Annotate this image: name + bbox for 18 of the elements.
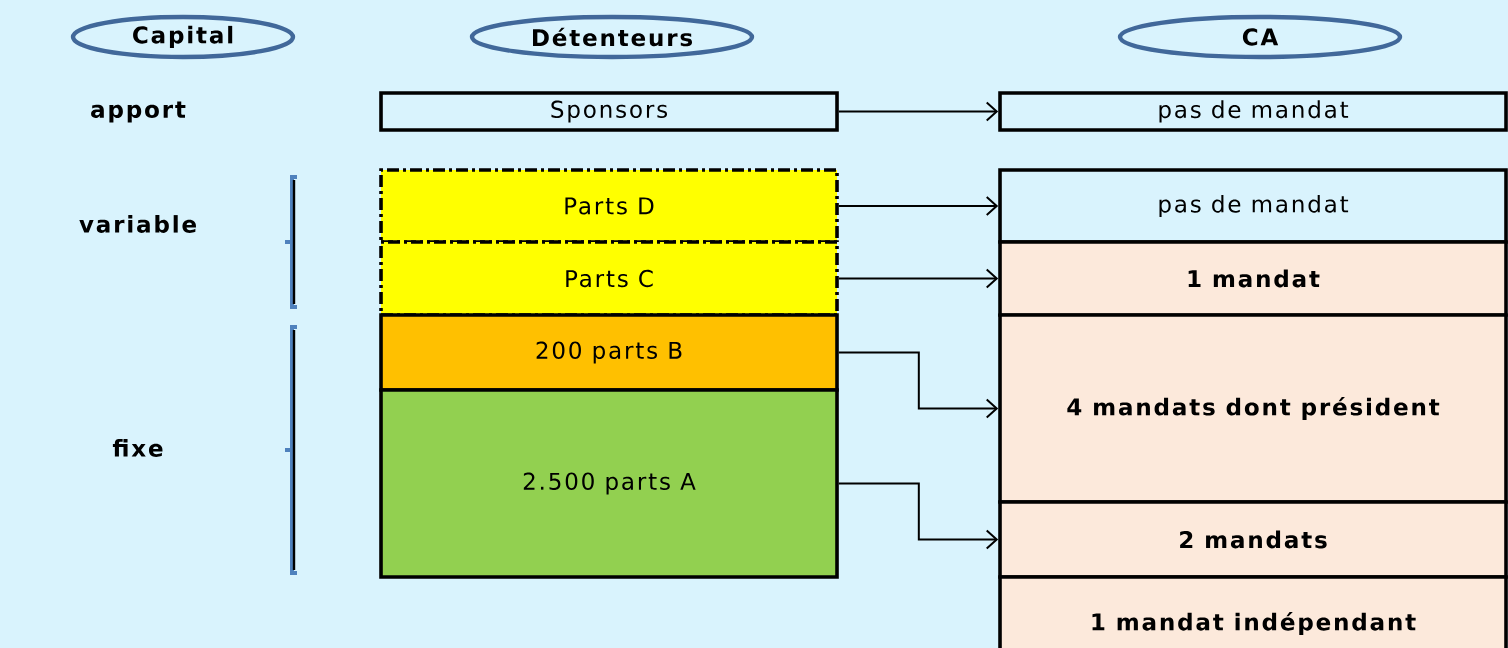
arrow <box>837 196 999 216</box>
share-box: Parts C <box>379 240 839 317</box>
row-label: variable <box>79 215 196 233</box>
share-box: pas de mandat <box>998 168 1508 244</box>
share-box: Parts D <box>379 168 839 244</box>
row-label: fixe <box>112 439 163 457</box>
arrow <box>837 482 999 550</box>
arrow <box>837 101 999 122</box>
arrow <box>837 351 999 419</box>
share-box: Sponsors <box>379 91 839 132</box>
share-box: 1 mandat indépendant <box>998 575 1508 648</box>
share-box: 200 parts B <box>379 313 839 392</box>
share-box: 1 mandat <box>998 240 1508 317</box>
arrow <box>837 268 999 289</box>
share-box: 2 mandats <box>998 500 1508 579</box>
row-label: apport <box>91 101 186 123</box>
share-box: 2.500 parts A <box>379 388 839 579</box>
share-box: pas de mandat <box>998 91 1508 132</box>
